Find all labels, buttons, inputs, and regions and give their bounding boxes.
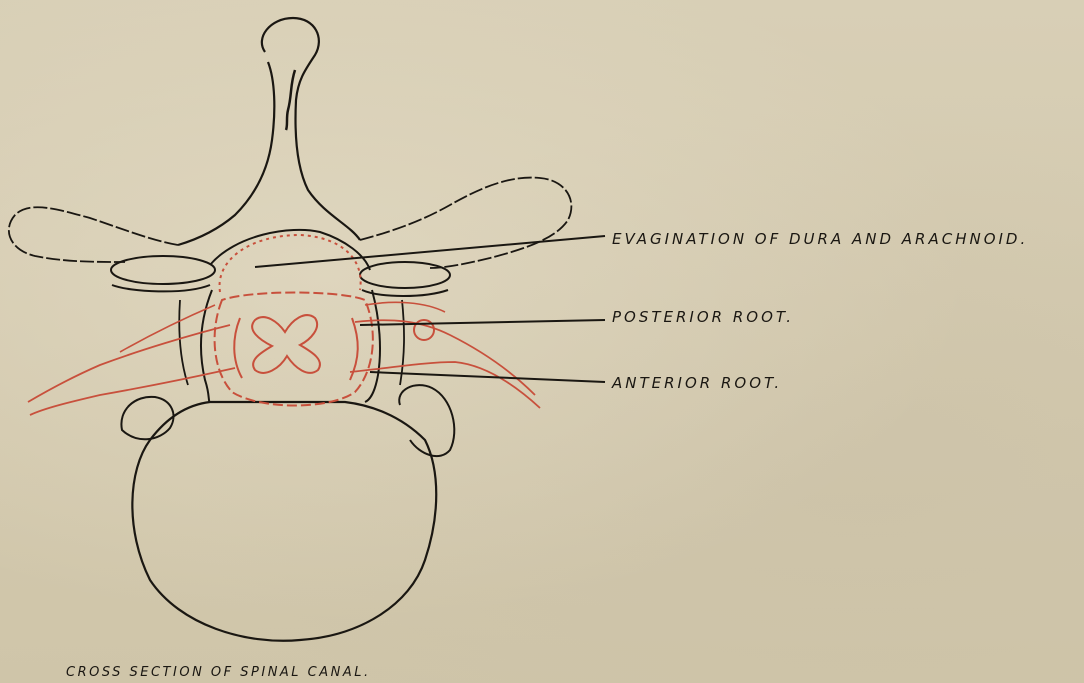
left-anterior-root (30, 368, 235, 415)
spinous-process (262, 18, 360, 240)
right-facet (360, 262, 450, 288)
label-anterior-root: ANTERIOR ROOT. (611, 374, 782, 392)
right-pedicle-bar (400, 300, 404, 385)
label-evagination: EVAGINATION OF DURA AND ARACHNOID. (612, 230, 1028, 248)
leader-evagination (255, 236, 605, 267)
left-pedicle-bar (179, 300, 188, 385)
spinous-crack (286, 70, 295, 130)
left-facet-lower (112, 285, 210, 291)
grey-matter (252, 315, 320, 373)
spinous-process-left (178, 62, 274, 245)
vertebral-body (132, 402, 436, 641)
label-posterior-root: POSTERIOR ROOT. (612, 308, 794, 326)
leader-anterior-root (370, 372, 605, 382)
dura-sac (215, 293, 373, 406)
right-facet-lower (362, 290, 448, 296)
left-transverse-process (9, 207, 178, 262)
left-facet (111, 256, 215, 284)
right-anterior-root (350, 362, 540, 408)
left-pedicle (121, 397, 173, 439)
caption: CROSS SECTION OF SPINAL CANAL. (66, 665, 371, 680)
cord-left-edge (234, 318, 242, 378)
